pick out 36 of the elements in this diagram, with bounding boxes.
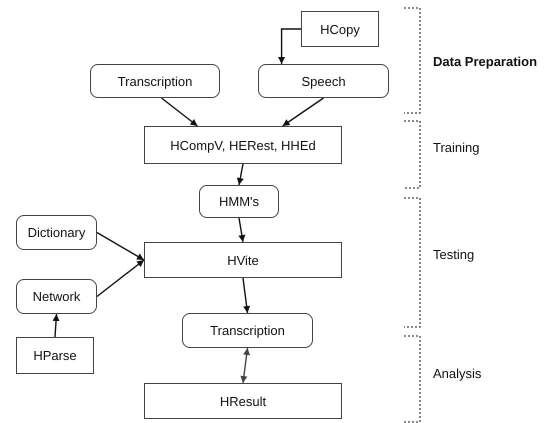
data-box [90, 64, 220, 98]
data-box [16, 215, 97, 250]
process-box [301, 11, 379, 47]
stage-label: Data Preparation [433, 54, 538, 69]
process-box [144, 383, 342, 419]
arrow [52, 314, 60, 338]
node-label: Transcription [118, 74, 192, 88]
process-box [144, 242, 342, 278]
arrow [236, 164, 244, 186]
stage-label: Testing [433, 247, 474, 262]
process-box [16, 337, 94, 374]
node-label: Dictionary [28, 225, 86, 240]
arrow [161, 97, 198, 127]
arrow [278, 28, 301, 64]
data-box [182, 313, 313, 348]
arrow [282, 97, 324, 127]
node-label: HCopy [320, 22, 360, 36]
stage-label: Training [433, 140, 480, 155]
data-box [199, 185, 279, 218]
arrow [240, 348, 250, 384]
node-label: HCompV, HERest, HHEd [170, 138, 316, 152]
node-label: Network [32, 289, 80, 304]
node-label: HVite [227, 252, 259, 268]
arrow [238, 218, 246, 242]
arrow [242, 278, 250, 314]
node-label: HMM's [218, 194, 260, 209]
stage-label: Analysis [433, 366, 482, 381]
arrow [96, 232, 144, 261]
node-label: Transcription [210, 323, 285, 338]
process-box [144, 126, 342, 164]
data-box [16, 279, 97, 314]
node-label: Speech [301, 74, 346, 88]
data-box [258, 64, 389, 98]
node-label: HParse [33, 348, 77, 363]
arrow [96, 259, 144, 298]
node-label: HResult [220, 394, 266, 408]
